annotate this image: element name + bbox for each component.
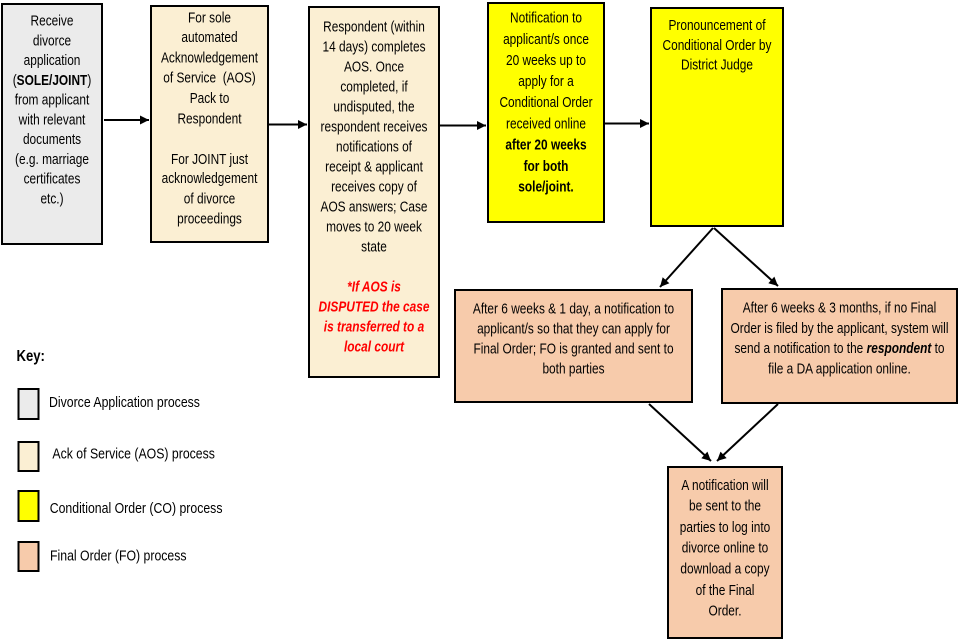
- svg-text:certificates: certificates: [24, 171, 81, 187]
- svg-text:receives copy of: receives copy of: [331, 179, 417, 195]
- svg-text:*If AOS is: *If AOS is: [347, 279, 401, 295]
- svg-text:parties to log into: parties to log into: [680, 519, 770, 535]
- svg-text:applicant/s so that they can a: applicant/s so that they can apply for: [477, 320, 670, 336]
- svg-text:20 weeks up to: 20 weeks up to: [506, 52, 586, 68]
- svg-text:Pronouncement of: Pronouncement of: [668, 17, 765, 33]
- svg-text:Respondent: Respondent: [177, 110, 241, 126]
- svg-text:Divorce Application process: Divorce Application process: [49, 394, 200, 410]
- svg-text:notifications of: notifications of: [336, 139, 412, 155]
- svg-text:Order.: Order.: [708, 602, 741, 618]
- svg-text:DISPUTED the case: DISPUTED the case: [319, 299, 430, 315]
- svg-text:of divorce: of divorce: [184, 190, 236, 206]
- svg-text:received online: received online: [506, 115, 586, 131]
- svg-text:apply for a: apply for a: [518, 73, 574, 89]
- svg-text:respondent receives: respondent receives: [320, 119, 427, 135]
- svg-text:For sole: For sole: [188, 9, 231, 25]
- svg-text:Final Order; FO is granted and: Final Order; FO is granted and sent to: [473, 340, 673, 356]
- svg-text:local court: local court: [344, 339, 405, 355]
- svg-text:application: application: [24, 52, 81, 68]
- svg-text:sole/joint.: sole/joint.: [518, 178, 573, 194]
- svg-text:for both: for both: [524, 158, 569, 174]
- svg-text:Pack to: Pack to: [190, 90, 230, 106]
- svg-text:moves to 20 week: moves to 20 week: [326, 219, 422, 235]
- svg-text:Acknowledgement: Acknowledgement: [161, 49, 258, 65]
- svg-text:state: state: [361, 239, 387, 255]
- svg-text:Conditional Order (CO) process: Conditional Order (CO) process: [50, 500, 223, 516]
- svg-text:Final Order (FO) process: Final Order (FO) process: [50, 547, 187, 563]
- svg-text:Conditional Order: Conditional Order: [499, 94, 593, 110]
- svg-text:send a notification to the res: send a notification to the respondent to: [734, 340, 944, 356]
- svg-text:both parties: both parties: [542, 360, 604, 376]
- svg-text:District Judge: District Judge: [681, 56, 753, 72]
- svg-text:of the Final: of the Final: [696, 582, 755, 598]
- svg-text:download a copy: download a copy: [680, 560, 770, 576]
- svg-text:acknowledgement: acknowledgement: [162, 170, 258, 186]
- svg-text:etc.): etc.): [40, 190, 63, 206]
- svg-text:documents: documents: [23, 131, 81, 147]
- svg-text:divorce online to: divorce online to: [682, 539, 769, 555]
- svg-text:Respondent (within: Respondent (within: [323, 19, 425, 35]
- svg-text:After 6 weeks & 3 months, if n: After 6 weeks & 3 months, if no Final: [743, 300, 937, 316]
- svg-text:from applicant: from applicant: [15, 92, 90, 108]
- svg-text:of Service (AOS): of Service (AOS): [163, 69, 255, 85]
- svg-text:Receive: Receive: [31, 13, 74, 29]
- svg-text:AOS answers; Case: AOS answers; Case: [321, 199, 428, 215]
- svg-text:be sent to the: be sent to the: [689, 497, 761, 513]
- svg-text:applicant/s once: applicant/s once: [503, 31, 589, 47]
- svg-text:14 days) completes: 14 days) completes: [322, 39, 425, 55]
- svg-text:A notification will: A notification will: [681, 477, 768, 493]
- svg-text:with relevant: with relevant: [18, 111, 86, 127]
- svg-text:Conditional Order by: Conditional Order by: [663, 37, 772, 53]
- svg-text:is transferred to a: is transferred to a: [324, 319, 424, 335]
- svg-text:proceedings: proceedings: [177, 211, 242, 227]
- svg-text:receipt & applicant: receipt & applicant: [325, 159, 423, 175]
- svg-text:(e.g. marriage: (e.g. marriage: [15, 151, 89, 167]
- svg-text:AOS. Once: AOS. Once: [344, 59, 404, 75]
- svg-text:Ack of Service (AOS) process: Ack of Service (AOS) process: [52, 445, 215, 461]
- svg-text:Notification to: Notification to: [510, 9, 582, 25]
- svg-text:undisputed, the: undisputed, the: [333, 99, 414, 115]
- svg-text:file a DA application online.: file a DA application online.: [768, 360, 911, 376]
- svg-text:After 6 weeks & 1 day, a notif: After 6 weeks & 1 day, a notification to: [473, 300, 674, 316]
- svg-text:Key:: Key:: [17, 348, 45, 365]
- svg-text:automated: automated: [181, 29, 237, 45]
- svg-text:completed, if: completed, if: [340, 79, 408, 95]
- svg-text:divorce: divorce: [33, 32, 71, 48]
- svg-text:For JOINT just: For JOINT just: [171, 151, 248, 167]
- svg-text:after 20 weeks: after 20 weeks: [505, 137, 586, 153]
- svg-text:Order is filed by the applican: Order is filed by the applicant, system …: [731, 320, 949, 336]
- svg-text:(SOLE/JOINT): (SOLE/JOINT): [13, 72, 92, 88]
